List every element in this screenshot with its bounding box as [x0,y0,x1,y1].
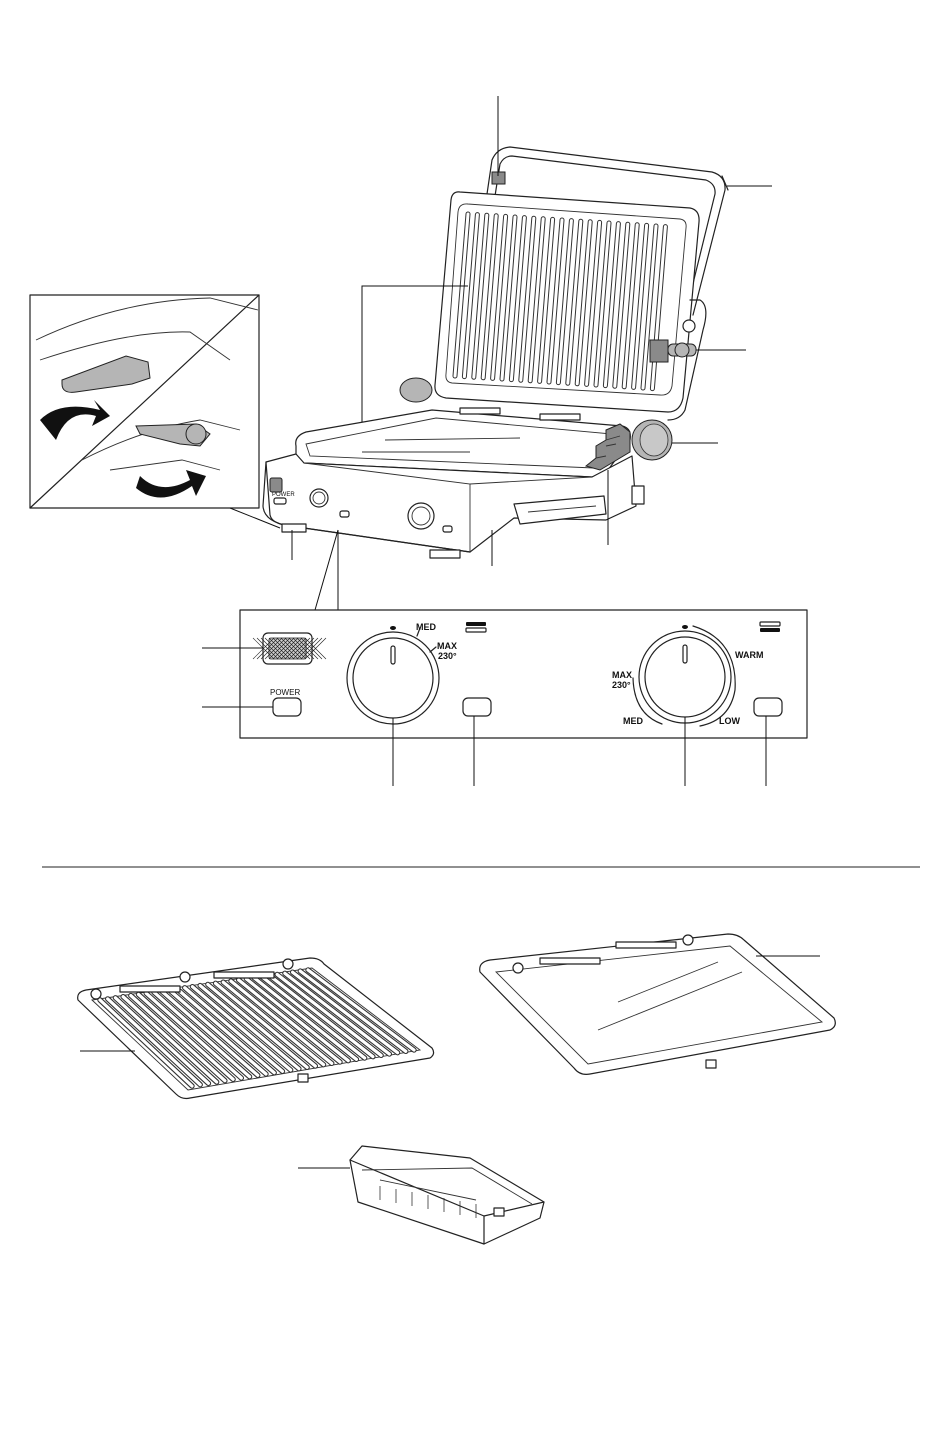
right-dial-max-temp-label: 230° [612,680,631,690]
upper-plate [435,192,706,420]
right-plate-button[interactable] [754,698,782,716]
right-dial-low-label: LOW [719,716,740,726]
drip-tray [350,1146,544,1244]
left-dial-max-label: MAX [437,641,457,651]
closeup-power-label: POWER [270,688,300,697]
base-power-label: POWER [272,492,295,498]
control-panel-closeup: POWER MED MAX 230° MAX 230° [240,610,807,738]
right-dial-pointer [683,645,687,663]
left-dial-pointer [391,646,395,664]
ridged-plate [78,958,434,1099]
flat-plate [480,934,836,1074]
base-power-button [274,498,286,504]
right-dial-med-label: MED [623,716,644,726]
base-foot-right [632,486,644,504]
right-dial-warm-label: WARM [735,650,764,660]
left-hinge-cap [400,378,432,402]
left-dial-max-temp-label: 230° [438,651,457,661]
closeup-power-button[interactable] [273,698,301,716]
left-dial-med-label: MED [416,622,437,632]
base-indicator-light [270,478,282,492]
lever-inset [30,295,259,508]
base-foot-left [282,524,306,532]
right-dial-max-label: MAX [612,670,632,680]
left-plate-button[interactable] [463,698,491,716]
base-foot-middle [430,550,460,558]
arm-pivot [683,320,695,332]
contact-grill: POWER [263,147,728,558]
